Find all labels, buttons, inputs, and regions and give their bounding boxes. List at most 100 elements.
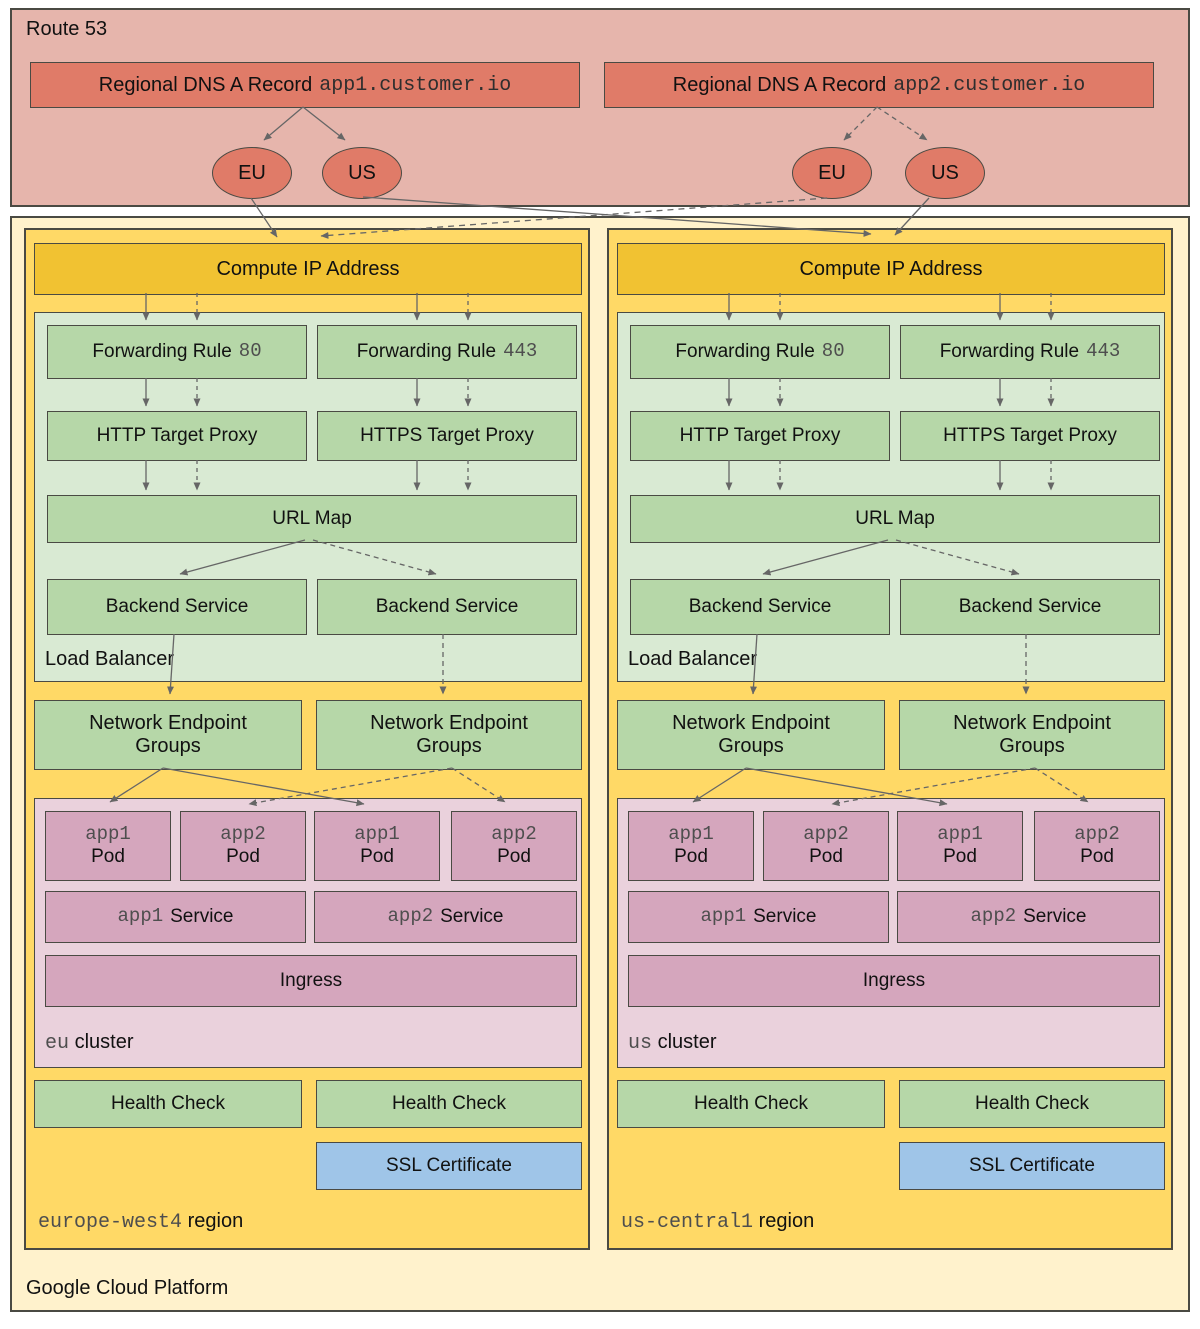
cluster-name: us [628, 1032, 653, 1055]
proxy-label: HTTP Target Proxy [96, 425, 258, 447]
ingress: Ingress [628, 955, 1160, 1007]
pod-app1-b: app1 Pod [314, 811, 440, 881]
pod-app-name: app1 [937, 823, 983, 846]
service-kind: Service [753, 906, 817, 928]
health-check-label: Health Check [693, 1093, 809, 1115]
https-target-proxy: HTTPS Target Proxy [900, 411, 1160, 461]
health-check-label: Health Check [391, 1093, 507, 1115]
load-balancer-container: Forwarding Rule 80 Forwarding Rule 443 H… [34, 312, 582, 682]
region-word: region [758, 1210, 815, 1232]
dns-record-label: Regional DNS A Record [98, 73, 313, 96]
endpoint-label: EU [238, 161, 266, 184]
cluster-label: eu cluster [45, 1031, 133, 1055]
compute-ip-label: Compute IP Address [799, 257, 983, 280]
pod-app-name: app1 [85, 823, 131, 846]
service-app-name: app1 [117, 905, 164, 928]
pod-app-name: app2 [220, 823, 266, 846]
dns-record-label: Regional DNS A Record [672, 73, 887, 96]
forwarding-rule-port: 443 [503, 340, 538, 363]
health-check-1: Health Check [34, 1080, 302, 1128]
pod-app-name: app2 [1074, 823, 1120, 846]
pod-kind: Pod [91, 846, 125, 867]
service-app1: app1 Service [628, 891, 889, 943]
health-check-label: Health Check [110, 1093, 226, 1115]
route53-title: Route 53 [26, 18, 108, 40]
pod-kind: Pod [674, 846, 708, 867]
compute-ip-label: Compute IP Address [216, 257, 400, 280]
url-map: URL Map [630, 495, 1160, 543]
cluster-name: eu [45, 1032, 70, 1055]
cluster-word: cluster [657, 1031, 717, 1053]
cluster-container: app1 Pod app2 Pod app1 Pod app2 Pod app1… [617, 798, 1165, 1068]
pod-app2-b: app2 Pod [1034, 811, 1160, 881]
service-app2: app2 Service [314, 891, 577, 943]
proxy-label: HTTPS Target Proxy [943, 425, 1117, 447]
region-label: europe-west4 region [38, 1210, 243, 1234]
ssl-certificate-label: SSL Certificate [968, 1155, 1095, 1177]
neg-line2: Groups [999, 735, 1065, 757]
pod-kind: Pod [226, 846, 260, 867]
pod-kind: Pod [809, 846, 843, 867]
ingress-label: Ingress [862, 970, 926, 992]
health-check-label: Health Check [974, 1093, 1090, 1115]
load-balancer-container: Forwarding Rule 80 Forwarding Rule 443 H… [617, 312, 1165, 682]
gcp-title: Google Cloud Platform [26, 1277, 229, 1299]
pod-app-name: app2 [803, 823, 849, 846]
neg-line2: Groups [718, 735, 784, 757]
ssl-certificate: SSL Certificate [899, 1142, 1165, 1190]
health-check-1: Health Check [617, 1080, 885, 1128]
pod-app2-b: app2 Pod [451, 811, 577, 881]
forwarding-rule-80: Forwarding Rule 80 [630, 325, 890, 379]
service-kind: Service [440, 906, 504, 928]
pod-app-name: app1 [354, 823, 400, 846]
compute-ip-address: Compute IP Address [617, 243, 1165, 295]
pod-app2-a: app2 Pod [180, 811, 306, 881]
neg-line2: Groups [416, 735, 482, 757]
region-us-central1: Compute IP Address Forwarding Rule 80 Fo… [607, 228, 1173, 1250]
backend-service-2: Backend Service [317, 579, 577, 635]
proxy-label: HTTP Target Proxy [679, 425, 841, 447]
forwarding-rule-port: 443 [1086, 340, 1121, 363]
neg-line1: Network Endpoint [89, 712, 247, 734]
proxy-label: HTTPS Target Proxy [360, 425, 534, 447]
pod-app1-b: app1 Pod [897, 811, 1023, 881]
forwarding-rule-443: Forwarding Rule 443 [317, 325, 577, 379]
pod-app1-a: app1 Pod [45, 811, 171, 881]
dns-record-app1: Regional DNS A Record app1.customer.io [30, 62, 580, 108]
network-endpoint-groups-2: Network Endpoint Groups [899, 700, 1165, 770]
route53-container: Route 53 Regional DNS A Record app1.cust… [10, 8, 1190, 207]
http-target-proxy: HTTP Target Proxy [47, 411, 307, 461]
pod-app-name: app2 [491, 823, 537, 846]
service-app2: app2 Service [897, 891, 1160, 943]
forwarding-rule-label: Forwarding Rule [675, 341, 815, 363]
dns-record-host: app2.customer.io [893, 73, 1086, 97]
neg-line2: Groups [135, 735, 201, 757]
endpoint-label: US [348, 161, 376, 184]
service-kind: Service [170, 906, 234, 928]
url-map-label: URL Map [855, 508, 935, 530]
network-endpoint-groups-2: Network Endpoint Groups [316, 700, 582, 770]
ingress-label: Ingress [279, 970, 343, 992]
region-europe-west4: Compute IP Address Forwarding Rule 80 Fo… [24, 228, 590, 1250]
endpoint-label: US [931, 161, 959, 184]
forwarding-rule-label: Forwarding Rule [939, 341, 1080, 363]
ssl-certificate: SSL Certificate [316, 1142, 582, 1190]
forwarding-rule-label: Forwarding Rule [92, 341, 232, 363]
compute-ip-address: Compute IP Address [34, 243, 582, 295]
backend-service-label: Backend Service [958, 596, 1102, 618]
service-app-name: app1 [700, 905, 747, 928]
ingress: Ingress [45, 955, 577, 1007]
forwarding-rule-label: Forwarding Rule [356, 341, 497, 363]
forwarding-rule-port: 80 [821, 340, 845, 363]
forwarding-rule-443: Forwarding Rule 443 [900, 325, 1160, 379]
backend-service-1: Backend Service [47, 579, 307, 635]
neg-line1: Network Endpoint [953, 712, 1111, 734]
backend-service-label: Backend Service [688, 596, 832, 618]
pod-app-name: app1 [668, 823, 714, 846]
pod-kind: Pod [360, 846, 394, 867]
endpoint-us-app2: US [905, 147, 985, 199]
neg-line1: Network Endpoint [370, 712, 528, 734]
region-label: us-central1 region [621, 1210, 814, 1234]
backend-service-2: Backend Service [900, 579, 1160, 635]
